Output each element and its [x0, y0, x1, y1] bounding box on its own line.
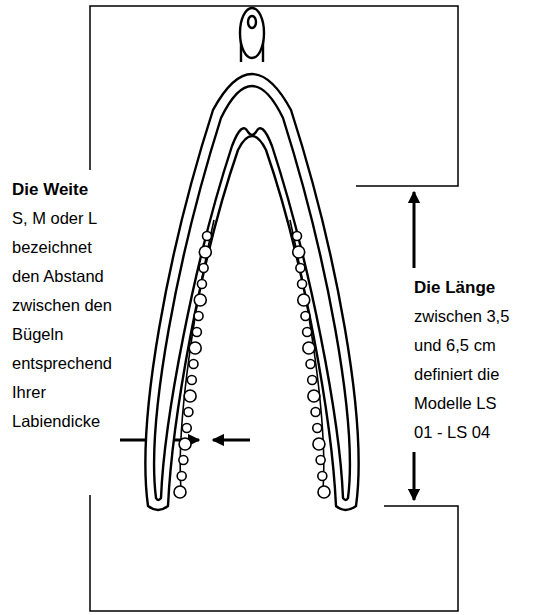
hole	[192, 328, 201, 337]
hole	[298, 294, 310, 306]
hole	[179, 438, 191, 450]
hole	[174, 486, 186, 498]
hole	[199, 264, 208, 273]
outer-outline	[145, 74, 358, 510]
heading-label: Die Weite	[12, 176, 132, 204]
hole	[194, 312, 203, 321]
hole	[293, 232, 302, 241]
hole	[189, 360, 198, 369]
hole	[187, 376, 196, 385]
hole	[177, 472, 186, 481]
hole	[313, 438, 325, 450]
hole-channel	[180, 220, 324, 490]
length-note: zwischen 3,5 und 6,5 cm definiert die Mo…	[414, 302, 518, 447]
hole	[303, 342, 315, 354]
eyelet-hole	[248, 16, 256, 28]
hole	[296, 264, 305, 273]
hole	[298, 280, 307, 289]
hole	[184, 408, 193, 417]
hole	[311, 408, 320, 417]
hole	[203, 232, 212, 241]
eyelet	[240, 8, 264, 58]
heading-label: Die Länge	[414, 274, 534, 302]
hole	[189, 342, 201, 354]
frame-lines	[90, 6, 458, 611]
length-arrow-up	[413, 192, 416, 268]
hole	[184, 390, 196, 402]
hole-rows	[174, 232, 330, 499]
frame-bottom	[90, 495, 458, 611]
length-arrow-down	[413, 452, 416, 500]
hole	[306, 360, 315, 369]
hole	[179, 456, 188, 465]
hole	[199, 246, 211, 258]
spreader-device	[145, 8, 358, 510]
hole	[318, 486, 330, 498]
hole	[197, 280, 206, 289]
hole	[293, 246, 305, 258]
hole	[316, 456, 325, 465]
hole	[308, 390, 320, 402]
hole	[182, 424, 191, 433]
width-note: S, M oder L bezeichnet den Abstand zwisc…	[12, 204, 112, 436]
hole	[194, 294, 206, 306]
width-arrow-left	[213, 439, 250, 442]
hole	[318, 472, 327, 481]
hole	[303, 328, 312, 337]
hole	[313, 424, 322, 433]
hole	[308, 376, 317, 385]
hole	[301, 312, 310, 321]
inner-outline	[154, 86, 350, 500]
